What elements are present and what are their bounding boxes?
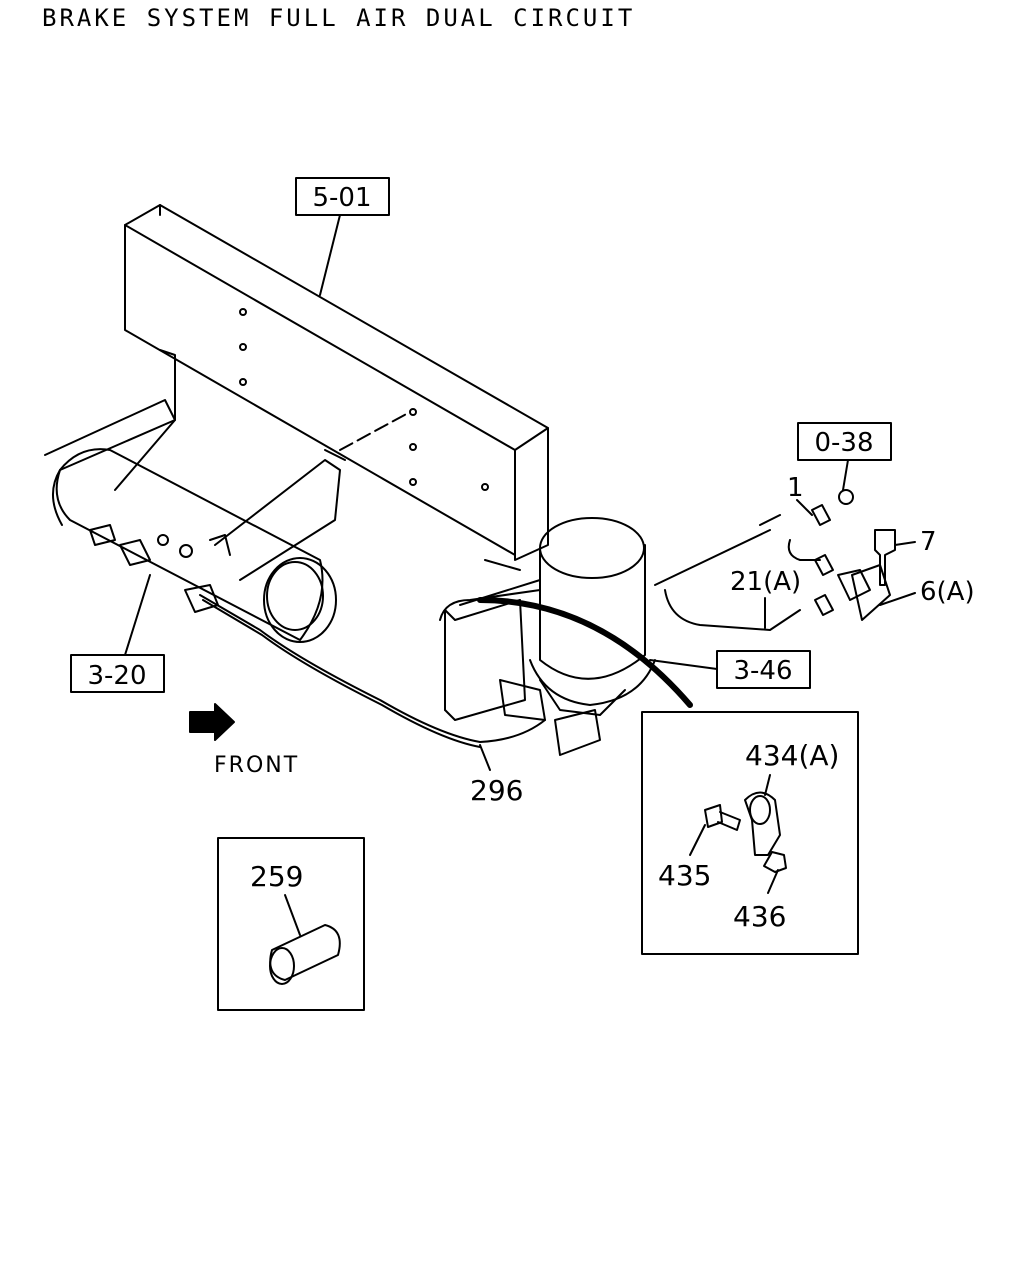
leader-nut-group [842,459,849,491]
front-label: FRONT [214,753,299,778]
frame-rail [124,204,549,561]
sleeve-detail-box: 259 [217,837,365,1011]
callout-bolt: 7 [920,527,937,557]
hose-assembly [654,489,896,631]
ref-box-frame: 5-01 [295,177,390,216]
callout-clip-bolt: 435 [658,859,711,892]
air-dryer [439,517,693,756]
svg-text:5-01: 5-01 [312,183,371,213]
callout-pipe: 1 [787,473,804,503]
diagram-title: BRAKE SYSTEM FULL AIR DUAL CIRCUIT [42,4,636,32]
leader-frame [319,214,341,296]
svg-text:0-38: 0-38 [814,428,873,458]
ref-box-tank: 3-20 [70,654,165,693]
ref-box-nut-group: 0-38 [797,422,892,461]
air-tank [44,349,346,643]
callout-sleeve: 259 [250,860,303,893]
air-line [199,594,546,743]
leader-dryer [649,659,718,670]
callout-hose: 21(A) [730,567,801,597]
callout-clip-nut: 436 [733,900,786,933]
clip-detail-box: 434(A) 435 436 [641,711,859,955]
callout-line: 296 [470,774,523,807]
callout-bracket: 6(A) [920,577,975,607]
callout-clip: 434(A) [745,739,839,772]
leader-tank [124,574,151,656]
ref-box-dryer: 3-46 [716,650,811,689]
svg-text:3-20: 3-20 [87,661,146,691]
front-arrow [189,703,235,741]
svg-text:3-46: 3-46 [733,656,792,686]
